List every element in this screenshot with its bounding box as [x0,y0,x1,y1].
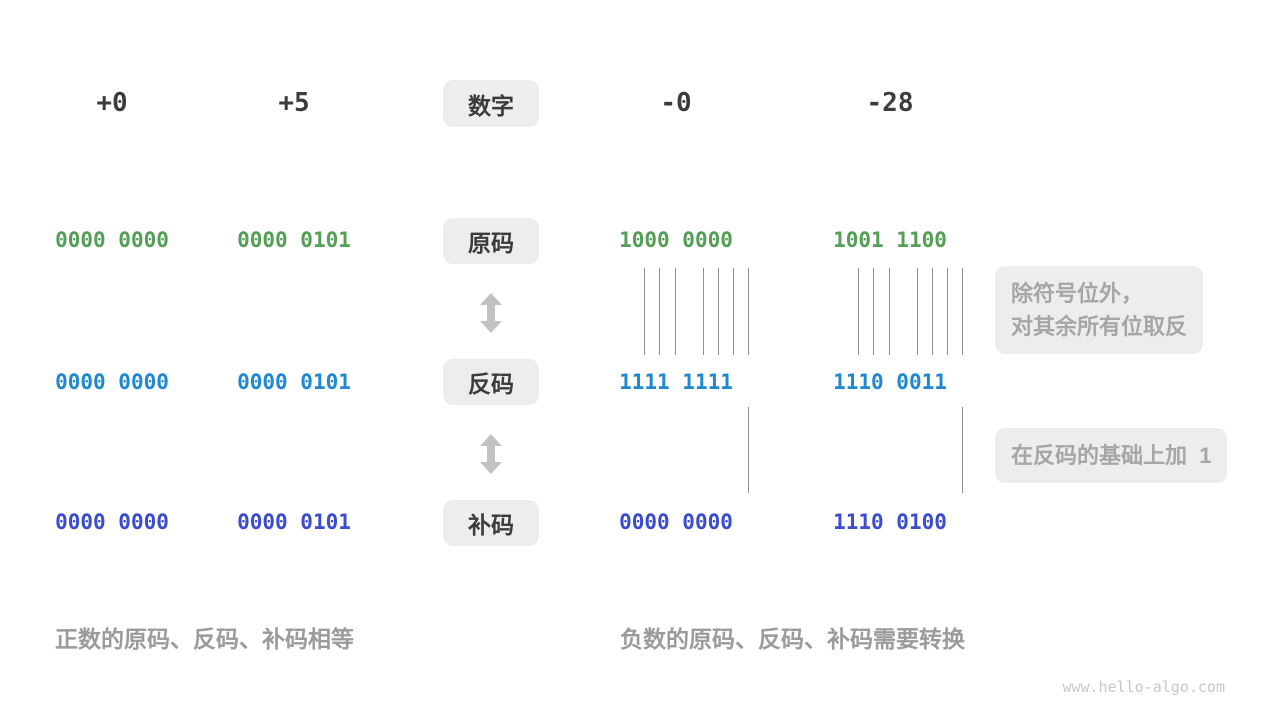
note-add-one: 在反码的基础上加 1 [995,428,1228,483]
binary-ones-neg28: 1110 0011 [833,370,947,394]
bit-connector-line [748,268,749,355]
note-flip-line1: 除符号位外， [1011,281,1144,306]
number-header-pos0: +0 [96,88,128,118]
bit-connector-line [733,268,734,355]
bit-connector-line [889,268,890,355]
arrow-up-head [480,434,502,446]
arrow-down-head [480,321,502,333]
binary-sign-neg28: 1001 1100 [833,228,947,252]
bit-connector-line [659,268,660,355]
binary-sign-pos5: 0000 0101 [237,228,351,252]
caption-positive: 正数的原码、反码、补码相等 [55,626,354,652]
bit-connector-line [703,268,704,355]
tag-ones-complement: 反码 [443,359,539,405]
bit-connector-line [873,268,874,355]
number-header-neg0: -0 [660,88,692,118]
caption-negative: 负数的原码、反码、补码需要转换 [620,626,965,652]
note-flip-line2: 对其余所有位取反 [1011,314,1188,339]
bit-connector-line [675,268,676,355]
binary-twos-pos0: 0000 0000 [55,510,169,534]
binary-ones-neg0: 1111 1111 [619,370,733,394]
binary-twos-neg0: 0000 0000 [619,510,733,534]
bit-connector-line [962,407,963,493]
bit-connector-line [932,268,933,355]
bit-connector-line [644,268,645,355]
arrow-up-head [480,293,502,305]
number-header-neg28: -28 [866,88,914,118]
binary-sign-pos0: 0000 0000 [55,228,169,252]
binary-ones-pos5: 0000 0101 [237,370,351,394]
arrow-stem [487,446,495,462]
number-header-pos5: +5 [278,88,310,118]
bit-connector-line [962,268,963,355]
double-arrow-icon [480,293,502,333]
bit-connector-line [718,268,719,355]
bit-connector-line [947,268,948,355]
binary-twos-pos5: 0000 0101 [237,510,351,534]
tag-number: 数字 [443,80,539,127]
arrow-down-head [480,462,502,474]
arrow-stem [487,305,495,321]
tag-sign-magnitude: 原码 [443,218,539,264]
bit-connector-line [917,268,918,355]
binary-sign-neg0: 1000 0000 [619,228,733,252]
bit-connector-line [748,407,749,493]
watermark: www.hello-algo.com [1062,678,1225,696]
note-flip-bits: 除符号位外， 对其余所有位取反 [995,266,1204,354]
binary-twos-neg28: 1110 0100 [833,510,947,534]
binary-ones-pos0: 0000 0000 [55,370,169,394]
tag-twos-complement: 补码 [443,500,539,546]
bit-connector-line [858,268,859,355]
double-arrow-icon [480,434,502,474]
